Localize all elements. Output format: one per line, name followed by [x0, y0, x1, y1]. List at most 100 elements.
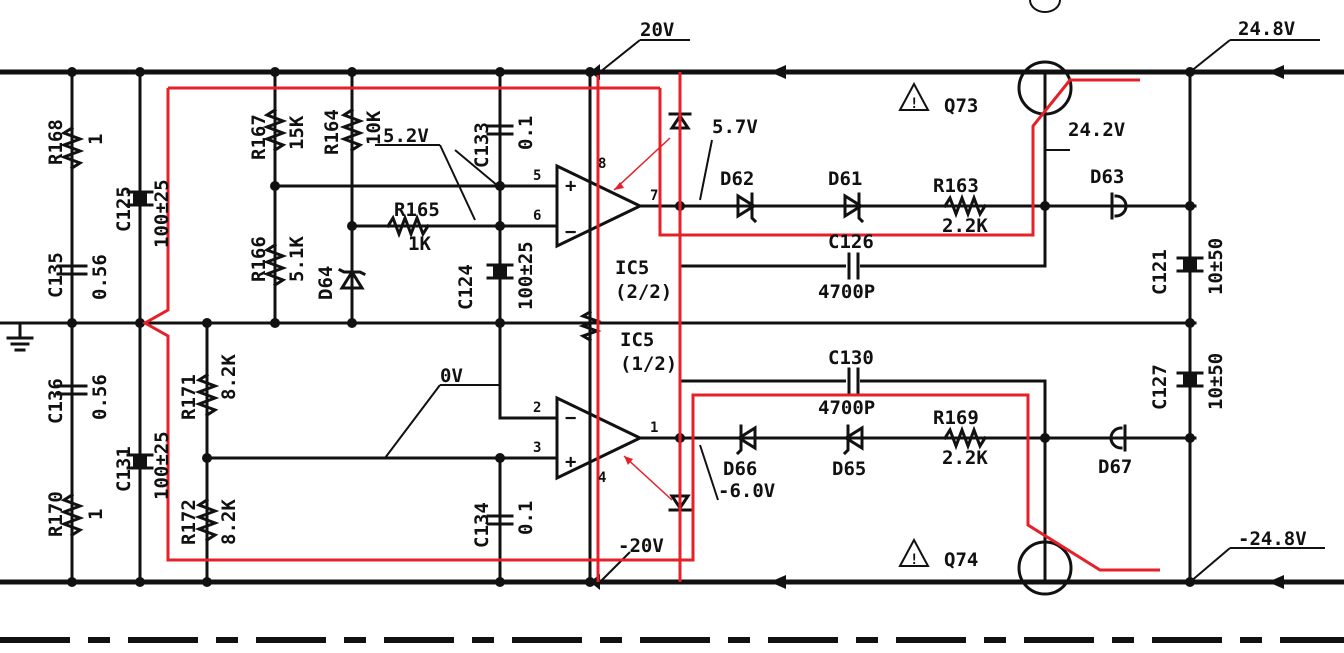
label-5-7v: 5.7V [712, 116, 758, 138]
pin-2: 2 [533, 400, 541, 416]
c127-capacitor [1176, 371, 1204, 388]
label-d62: D62 [720, 168, 754, 190]
label-c121-value: 10±50 [1205, 238, 1227, 295]
label-r168-value: 1 [85, 134, 107, 145]
r167-resistor [262, 107, 288, 153]
label-r172: R172 [178, 499, 200, 545]
c134-capacitor [486, 514, 514, 526]
r168-resistor [59, 125, 85, 171]
label-d67: D67 [1098, 456, 1132, 478]
label-c136: C136 [45, 378, 67, 424]
label-neg6v: -6.0V [718, 480, 775, 502]
opamp-upper-plus: + [565, 175, 576, 197]
c135-capacitor [56, 264, 88, 276]
labels: 20V 24.8V 24.2V -20V -24.8V 5.2V 5.7V 0V… [383, 18, 1307, 571]
label-r165-value: 1K [408, 233, 431, 255]
ic5-lower-name: IC5 [620, 329, 654, 351]
voltage-pointers [375, 39, 1325, 583]
r164-resistor [339, 107, 365, 153]
c133-capacitor [486, 124, 514, 136]
ground-symbol [6, 321, 52, 352]
pin-1: 1 [650, 420, 658, 436]
label-r165: R165 [394, 199, 440, 221]
label-neg20v: -20V [618, 535, 664, 557]
r169-resistor [942, 425, 988, 451]
r166-resistor [262, 242, 288, 288]
label-c124-value: 100±25 [515, 241, 537, 310]
label-c125: C125 [113, 186, 135, 232]
opamp-upper-minus: − [565, 221, 576, 243]
label-c130: C130 [828, 347, 874, 369]
label-neg24-8v: -24.8V [1238, 528, 1307, 550]
label-5-2v: 5.2V [383, 125, 429, 147]
label-r167-value: 15K [286, 115, 308, 150]
r165-resistor [385, 213, 431, 239]
label-r164: R164 [321, 109, 343, 155]
r172-resistor [194, 497, 220, 543]
label-c131: C131 [113, 446, 135, 492]
label-c134: C134 [471, 502, 493, 548]
label-d66: D66 [723, 458, 757, 480]
label-c124: C124 [455, 264, 477, 310]
label-c131-value: 100±25 [151, 431, 173, 500]
label-r164-value: 10K [363, 110, 385, 145]
label-r163-value: 2.2K [942, 215, 988, 237]
label-c135: C135 [45, 252, 67, 298]
label-c126-value: 4700P [818, 281, 875, 303]
q74-warning-icon: ! [898, 537, 930, 568]
c124-capacitor [486, 263, 514, 280]
pin-6: 6 [533, 208, 541, 224]
label-r171-value: 8.2K [218, 354, 240, 400]
junction-dots [67, 67, 1195, 587]
label-c121: C121 [1149, 249, 1171, 295]
red-annotation [141, 72, 1160, 582]
c130-capacitor [846, 367, 860, 395]
d64-zener [337, 267, 367, 290]
c136-capacitor [56, 384, 88, 396]
r171-resistor [194, 372, 220, 418]
pin-8: 8 [598, 156, 606, 172]
label-c125-value: 100±25 [151, 179, 173, 248]
label-r169-value: 2.2K [942, 447, 988, 469]
c125-capacitor [126, 190, 154, 207]
label-r170-value: 1 [85, 509, 107, 520]
label-r169: R169 [933, 407, 979, 429]
pin2-net [498, 321, 559, 420]
ic5-upper-name: IC5 [615, 257, 649, 279]
c126-capacitor [846, 252, 860, 280]
label-r163: R163 [933, 175, 979, 197]
r170-resistor [59, 492, 85, 538]
label-20v: 20V [640, 19, 674, 41]
label-c127: C127 [1149, 364, 1171, 410]
c121-capacitor [1176, 256, 1204, 273]
label-d63: D63 [1090, 166, 1124, 188]
label-c136-value: 0.56 [89, 374, 111, 420]
pin-7: 7 [650, 188, 658, 204]
supply-resistor [578, 309, 602, 343]
opamp-lower-minus: − [565, 407, 576, 429]
label-d65: D65 [832, 458, 866, 480]
q74-transistor [1017, 540, 1073, 596]
label-r166-value: 5.1K [286, 236, 308, 282]
d62-zener [736, 192, 758, 224]
d63-led [1110, 192, 1128, 220]
q73-warning-icon: ! [898, 81, 930, 112]
label-q73: Q73 [944, 95, 978, 117]
label-r171: R171 [178, 374, 200, 420]
label-c133-value: 0.1 [515, 116, 537, 150]
label-r166: R166 [248, 236, 270, 282]
label-r172-value: 8.2K [218, 499, 240, 545]
label-24-2v: 24.2V [1068, 119, 1125, 141]
d65-zener [842, 424, 864, 456]
q73-transistor [1017, 60, 1073, 116]
d66-zener [735, 424, 757, 456]
ic5-upper-part: (2/2) [615, 281, 672, 303]
label-c134-value: 0.1 [515, 501, 537, 535]
label-d61: D61 [828, 168, 862, 190]
pin-3: 3 [533, 440, 541, 456]
svg-text:!: ! [910, 552, 918, 568]
label-c135-value: 0.56 [89, 254, 111, 300]
pin-5: 5 [533, 168, 541, 184]
d61-zener [843, 192, 865, 224]
